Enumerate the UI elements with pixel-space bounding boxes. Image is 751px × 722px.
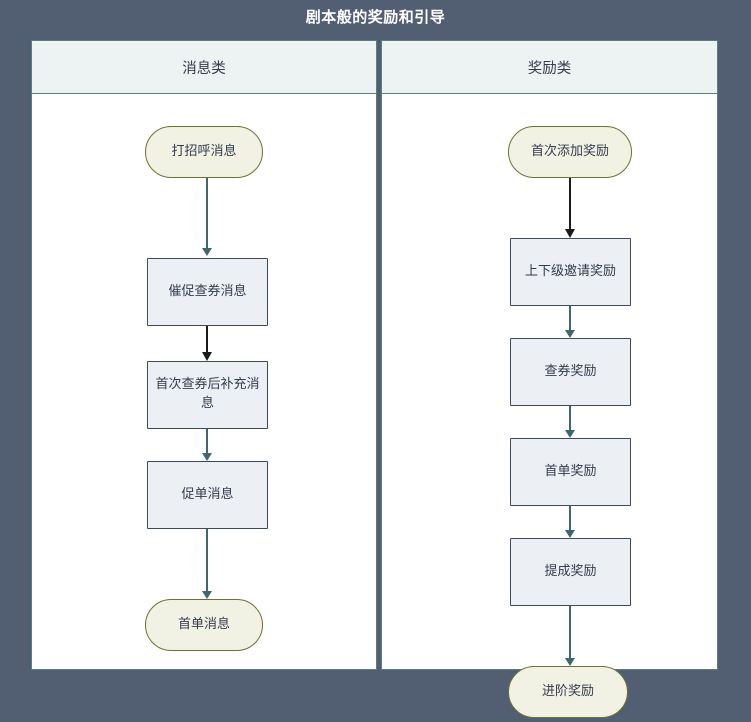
edge-m3-m4: [202, 429, 212, 461]
node-label: 首单奖励: [544, 463, 597, 479]
page-title: 剧本般的奖励和引导: [305, 8, 446, 26]
node-label: 催促查券消息: [168, 283, 247, 299]
subgraph-body-rewards: 首次添加奖励 上下级邀请奖励 查券奖励 首单奖励 提成奖励: [382, 94, 717, 722]
edge-m1-m2: [202, 178, 212, 256]
subgraph-header-rewards: 奖励类: [382, 41, 717, 94]
node-first-order-message[interactable]: 首单消息: [145, 599, 263, 651]
node-coupon-reward[interactable]: 查券奖励: [510, 338, 631, 406]
node-label: 首次添加奖励: [530, 143, 609, 159]
subgraph-header-messages: 消息类: [32, 41, 376, 94]
edge-r5-r6: [565, 606, 575, 666]
node-order-push-message[interactable]: 促单消息: [147, 461, 268, 529]
node-label: 查券奖励: [544, 363, 597, 379]
node-hierarchy-invite-reward[interactable]: 上下级邀请奖励: [510, 238, 631, 306]
node-label: 上下级邀请奖励: [524, 263, 616, 279]
subgraph-rewards: 奖励类 首次添加奖励 上下级邀请奖励 查券奖励 首单奖励: [381, 40, 718, 718]
subgraph-title-messages: 消息类: [182, 60, 226, 77]
edge-r2-r3: [565, 306, 575, 338]
node-advanced-reward[interactable]: 进阶奖励: [508, 666, 628, 718]
node-label: 进阶奖励: [541, 683, 594, 699]
edge-m4-m5: [202, 529, 212, 599]
node-label: 提成奖励: [544, 563, 597, 579]
node-urge-coupon-message[interactable]: 催促查券消息: [147, 258, 268, 326]
subgraph-body-messages: 打招呼消息 催促查券消息 首次查券后补充消息 促单消息 首单消息: [32, 94, 376, 722]
edge-m2-m3: [202, 326, 212, 361]
node-label: 打招呼消息: [171, 143, 237, 159]
subgraph-messages: 消息类 打招呼消息 催促查券消息 首次查券后补充消息 促单消息: [31, 40, 377, 670]
node-first-add-reward[interactable]: 首次添加奖励: [508, 126, 632, 178]
node-commission-reward[interactable]: 提成奖励: [510, 538, 631, 606]
node-greeting-message[interactable]: 打招呼消息: [145, 126, 263, 178]
edge-r4-r5: [565, 506, 575, 538]
node-first-order-reward[interactable]: 首单奖励: [510, 438, 631, 506]
edge-r3-r4: [565, 406, 575, 438]
edge-r1-r2: [565, 178, 575, 238]
node-label: 首次查券后补充消息: [155, 377, 260, 411]
node-label: 首单消息: [177, 616, 230, 632]
node-label: 促单消息: [181, 486, 234, 502]
node-first-coupon-followup-message[interactable]: 首次查券后补充消息: [147, 361, 268, 429]
subgraph-title-rewards: 奖励类: [527, 60, 572, 77]
